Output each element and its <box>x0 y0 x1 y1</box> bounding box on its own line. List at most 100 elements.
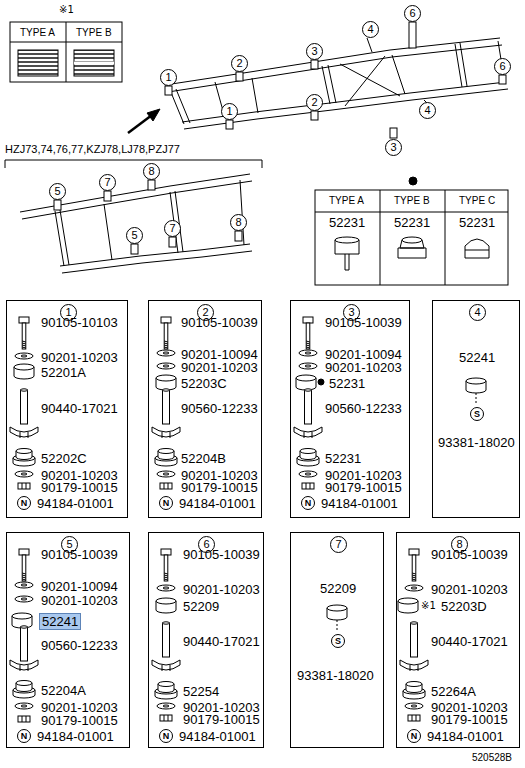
drawing-stroke <box>158 682 174 687</box>
drawing-stroke <box>28 665 29 671</box>
drawing-stroke <box>22 716 23 722</box>
part-number: 90201-10203 <box>431 582 508 597</box>
drawing-stroke <box>306 343 310 344</box>
drawing-stroke <box>305 389 312 391</box>
drawing-stroke <box>300 449 316 454</box>
drawing-stroke <box>305 365 311 367</box>
drawing-stroke <box>60 210 69 265</box>
drawing-stroke <box>226 120 233 129</box>
part-number: 94184-01001 <box>179 496 256 511</box>
callout-number: 2 <box>306 94 323 111</box>
washer-symbol <box>157 471 175 477</box>
drawing-stroke <box>157 471 175 477</box>
drawing-stroke <box>412 715 413 721</box>
part-number: 90440-17021 <box>431 634 508 649</box>
drawing-stroke <box>390 128 397 138</box>
part-number: 90201-10203 <box>181 360 258 375</box>
drawing-stroke <box>162 432 163 438</box>
nut-symbol <box>302 483 314 489</box>
table-cell: TYPE A <box>329 195 364 207</box>
drawing-stroke <box>306 345 310 346</box>
drawing-stroke <box>306 341 310 342</box>
part-number: 52241 <box>459 350 495 365</box>
drawing-stroke <box>328 65 336 103</box>
drawing-stroke <box>164 341 168 342</box>
drawing-stroke <box>398 598 418 604</box>
part-number: 90201-10203 <box>183 582 260 597</box>
drawing-stroke <box>18 483 30 489</box>
drawing-stroke <box>22 323 26 349</box>
drawing-stroke <box>164 715 165 721</box>
sleeve-symbol <box>411 622 418 657</box>
part-number: 90201-10203 <box>41 350 118 365</box>
drawing-stroke <box>236 72 243 81</box>
sleeve-symbol <box>163 622 170 657</box>
drawing-stroke <box>165 86 172 95</box>
drawing-stroke <box>15 596 33 602</box>
drawing-stroke <box>21 627 28 661</box>
callout-number: 4 <box>362 21 379 38</box>
bolt-symbol <box>19 549 29 581</box>
part-number: 90179-10015 <box>181 480 258 495</box>
table-cell: 52231 <box>329 215 365 230</box>
part-number: 90179-10015 <box>431 712 508 727</box>
drawing-stroke <box>412 575 416 576</box>
part-number: 52203D <box>441 599 487 614</box>
drawing-stroke <box>10 660 38 670</box>
sleeve-symbol <box>305 389 312 424</box>
cush-symbol <box>296 375 316 390</box>
part-number: 90201-10094 <box>325 347 402 362</box>
part-number: 90179-10015 <box>41 713 118 728</box>
bolt-symbol <box>161 317 171 349</box>
drawing-stroke <box>164 343 168 344</box>
drawing-stroke <box>21 389 28 391</box>
part-number: 90201-10094 <box>41 579 118 594</box>
drawing-stroke <box>411 623 418 657</box>
drawing-stroke <box>411 587 417 589</box>
part-number: 93381-18020 <box>297 668 374 683</box>
table-cell: TYPE B <box>394 195 430 207</box>
part-number: 94184-01001 <box>321 496 398 511</box>
drawing-stroke <box>169 237 176 247</box>
part-number: 94184-01001 <box>37 729 114 744</box>
drawing-stroke <box>311 60 318 69</box>
drawing-stroke <box>15 582 33 588</box>
leader-line <box>476 393 477 405</box>
drawing-stroke <box>306 323 310 349</box>
part-number: 94184-01001 <box>179 729 256 744</box>
part-number: 90179-10015 <box>183 712 260 727</box>
drawing-stroke <box>345 56 385 106</box>
washer-symbol <box>15 471 33 477</box>
drawing-stroke <box>305 473 311 475</box>
drawing-stroke <box>20 665 21 671</box>
callout-number: 1 <box>160 69 177 86</box>
part-number: 52241 <box>39 613 81 630</box>
drawing-stroke <box>303 317 313 323</box>
drawing-stroke <box>304 432 305 438</box>
drawing-stroke <box>412 577 416 578</box>
drawing-stroke <box>299 363 317 369</box>
marker-letter: N <box>17 496 31 510</box>
drawing-stroke <box>161 549 171 555</box>
part-number: 90179-10015 <box>41 480 118 495</box>
drawing-stroke <box>406 682 422 687</box>
bolt-symbol <box>19 317 29 349</box>
drawing-stroke <box>15 353 33 359</box>
cush-symbol <box>14 364 34 379</box>
drawing-stroke <box>19 549 29 555</box>
drawing-stroke <box>335 237 359 243</box>
part-number: 90105-10039 <box>41 547 118 562</box>
part-number: 90440-17021 <box>183 634 260 649</box>
part-panel: 590105-1003990201-1009490201-10203522419… <box>6 532 130 748</box>
part-panel: 452241S93381-18020 <box>432 300 520 518</box>
drawing-stroke <box>156 598 176 604</box>
part-panel: 190105-1010390201-1020352201A90440-17021… <box>6 300 128 518</box>
drawing-stroke <box>157 585 175 591</box>
washer-symbol <box>405 703 423 709</box>
callout-number: 4 <box>469 304 486 321</box>
callout-number: 4 <box>419 102 436 119</box>
part-number: 90201-10203 <box>325 360 402 375</box>
marker-letter: N <box>407 729 421 743</box>
drawing-stroke <box>22 555 26 581</box>
nut-symbol <box>160 483 172 489</box>
